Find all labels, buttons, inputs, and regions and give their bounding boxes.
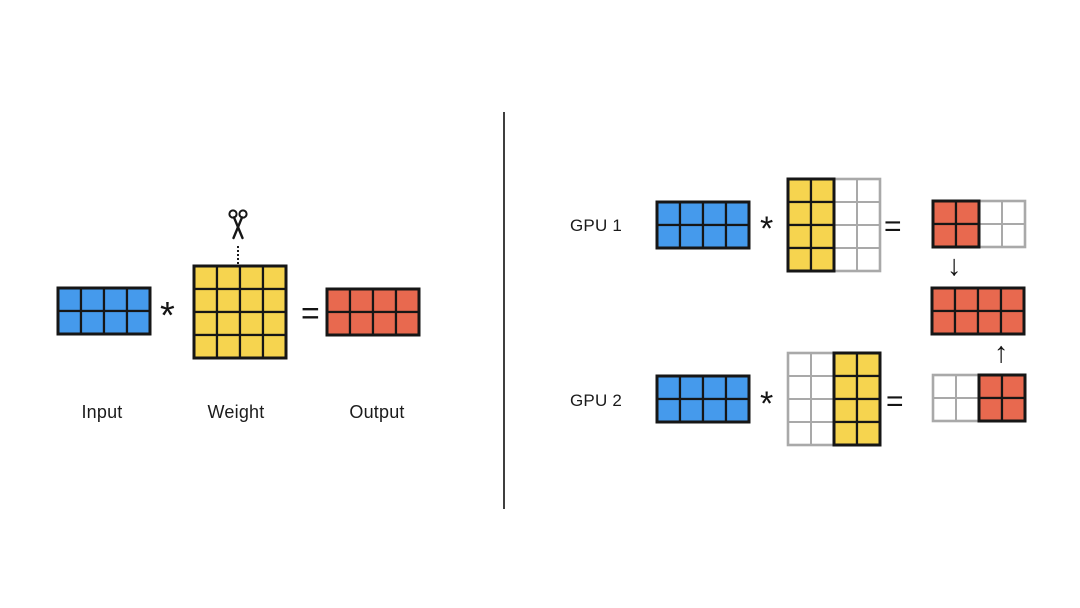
input-matrix — [56, 286, 152, 336]
gpu1-weight-shard — [786, 177, 882, 273]
weight-label: Weight — [207, 402, 265, 422]
equals-operator-gpu2: = — [886, 385, 904, 418]
gpu1-label: GPU 1 — [570, 216, 623, 235]
cut-dotted-line — [237, 246, 239, 264]
panel-divider — [503, 112, 505, 509]
gpu2-weight-shard — [786, 351, 882, 447]
equals-operator-gpu1: = — [884, 210, 902, 243]
multiply-operator-gpu2: * — [760, 385, 774, 423]
gpu1-input-matrix — [655, 200, 751, 250]
gpu1-partial-output — [931, 199, 1027, 249]
down-arrow-icon: ↓ — [947, 250, 962, 282]
weight-matrix — [192, 264, 288, 360]
input-label: Input — [81, 402, 123, 422]
combined-output-matrix — [930, 286, 1026, 336]
multiply-operator-gpu1: * — [760, 210, 774, 248]
gpu2-label: GPU 2 — [570, 391, 623, 410]
output-label: Output — [349, 402, 405, 422]
equals-operator-left: = — [301, 295, 320, 331]
gpu2-input-matrix — [655, 374, 751, 424]
gpu2-partial-output — [931, 373, 1027, 423]
scissors-icon — [224, 207, 252, 241]
multiply-operator-left: * — [160, 295, 175, 337]
output-matrix — [325, 287, 421, 337]
up-arrow-icon: ↑ — [994, 337, 1009, 369]
